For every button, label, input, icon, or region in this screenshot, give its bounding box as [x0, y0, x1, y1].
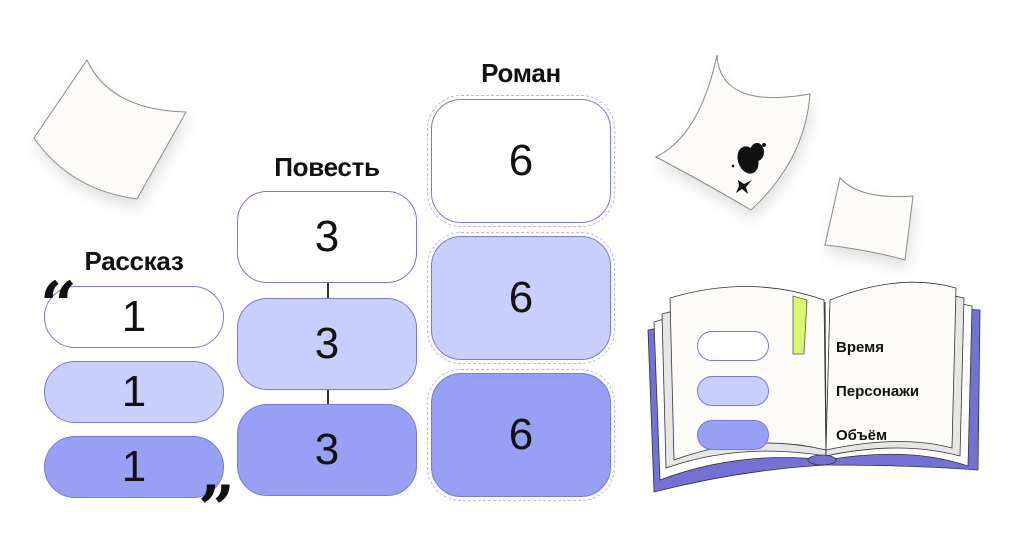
open-book-icon	[647, 281, 981, 493]
story-characters-value: 1	[121, 367, 147, 416]
novella-volume-value: 3	[314, 425, 340, 474]
story-volume-value: 1	[121, 442, 147, 491]
novel-volume-block: 6	[431, 373, 611, 497]
novel-characters-value: 6	[508, 273, 534, 322]
legend-label-characters: Персонажи	[836, 383, 920, 400]
legend-label-time: Время	[836, 339, 884, 356]
novel-time-value: 6	[508, 136, 534, 185]
dashed-outline	[427, 369, 615, 501]
story-characters-block: 1	[44, 361, 224, 423]
dashed-outline	[427, 95, 615, 227]
story-time-block: 1	[44, 286, 224, 348]
novel-volume-value: 6	[508, 410, 534, 459]
connector-line	[327, 280, 329, 300]
novella-volume-block: 3	[237, 404, 417, 496]
novella-characters-value: 3	[314, 319, 340, 368]
column-title-novella: Повесть	[274, 152, 380, 182]
story-time-value: 1	[121, 292, 147, 341]
column-title-novel: Роман	[481, 58, 561, 88]
open-quote-icon: “	[40, 268, 77, 343]
legend-swatch-time	[697, 331, 769, 361]
story-volume-block: 1	[44, 436, 224, 498]
legend-label-volume: Объём	[836, 427, 888, 444]
novel-time-block: 6	[431, 99, 611, 223]
legend-swatch-volume	[697, 420, 769, 450]
dashed-outline	[427, 232, 615, 364]
novella-characters-block: 3	[237, 298, 417, 390]
novella-time-block: 3	[237, 191, 417, 283]
legend-swatch-characters	[697, 376, 769, 406]
novella-time-value: 3	[314, 212, 340, 261]
novel-characters-block: 6	[431, 236, 611, 360]
connector-line	[327, 390, 329, 406]
column-title-story: Рассказ	[84, 246, 184, 276]
close-quote-icon: ”	[198, 472, 235, 547]
